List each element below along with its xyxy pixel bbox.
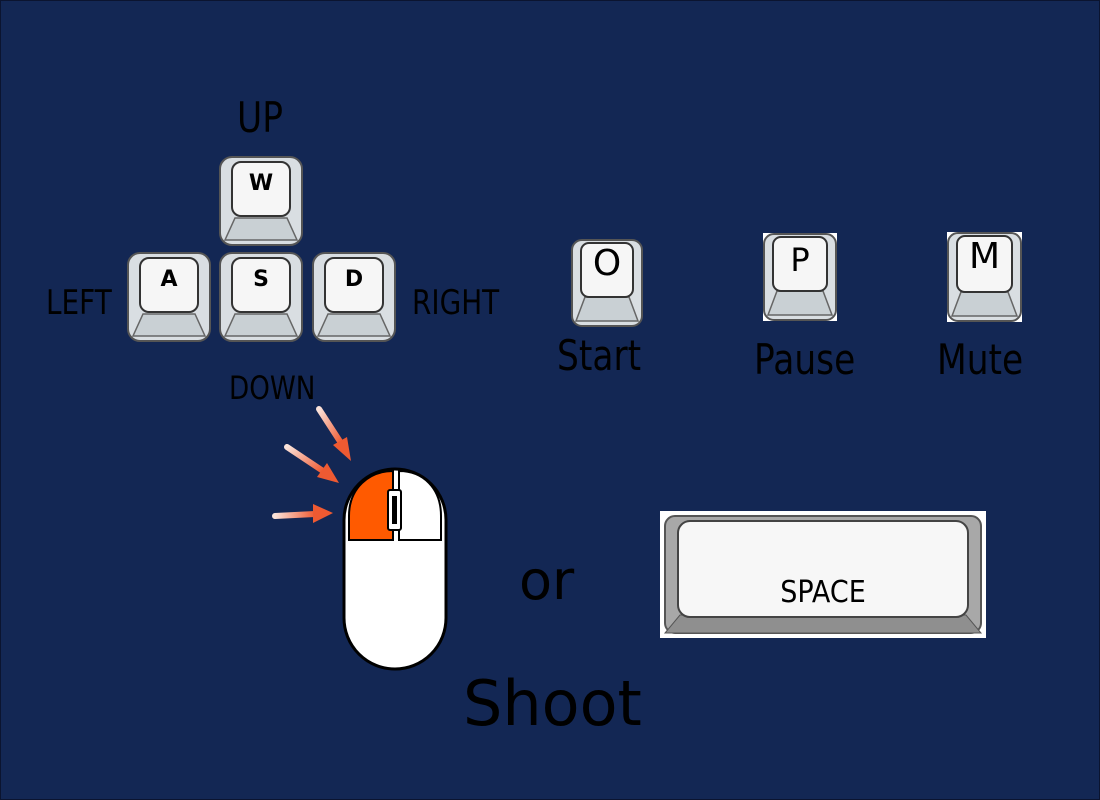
a-key[interactable]: A — [127, 252, 211, 342]
or-label: or — [519, 549, 575, 612]
m-key[interactable]: M — [947, 232, 1022, 322]
click-arrow-icon — [272, 406, 351, 523]
mute-label: Mute — [937, 335, 1024, 384]
m-key-letter: M — [968, 236, 1001, 277]
keycap-shape — [219, 156, 303, 246]
w-key-letter: W — [248, 171, 274, 196]
s-key[interactable]: S — [219, 252, 303, 342]
keycap-shape — [219, 252, 303, 342]
keycap-shape — [312, 252, 396, 342]
mouse-left-button[interactable] — [348, 469, 394, 541]
right-label: RIGHT — [412, 283, 500, 323]
mouse-icon[interactable] — [341, 466, 449, 672]
keycap-shape — [947, 232, 1022, 322]
click-arrow-top — [316, 406, 351, 461]
w-key[interactable]: W — [219, 156, 303, 246]
space-key-label: SPACE — [780, 575, 866, 610]
pause-label: Pause — [754, 335, 856, 384]
space-keycap-shape — [660, 511, 986, 638]
p-key-letter: P — [790, 241, 810, 279]
keycap-shape — [127, 252, 211, 342]
click-arrow-bottom — [272, 504, 333, 523]
d-key[interactable]: D — [312, 252, 396, 342]
left-label: LEFT — [46, 283, 112, 323]
a-key-letter: A — [160, 267, 178, 292]
s-key-letter: S — [253, 267, 269, 292]
shoot-label: Shoot — [463, 667, 642, 740]
space-key[interactable]: SPACE — [660, 511, 986, 638]
click-arrow-middle — [284, 444, 339, 483]
o-key[interactable]: O — [571, 239, 643, 327]
mouse-right-button — [398, 469, 442, 541]
keycap-shape — [571, 239, 643, 327]
keycap-shape — [763, 233, 837, 321]
p-key[interactable]: P — [763, 233, 837, 321]
o-key-letter: O — [592, 243, 622, 284]
start-label: Start — [557, 331, 642, 380]
up-label: UP — [237, 93, 283, 142]
d-key-letter: D — [344, 267, 364, 292]
down-label: DOWN — [229, 369, 316, 407]
